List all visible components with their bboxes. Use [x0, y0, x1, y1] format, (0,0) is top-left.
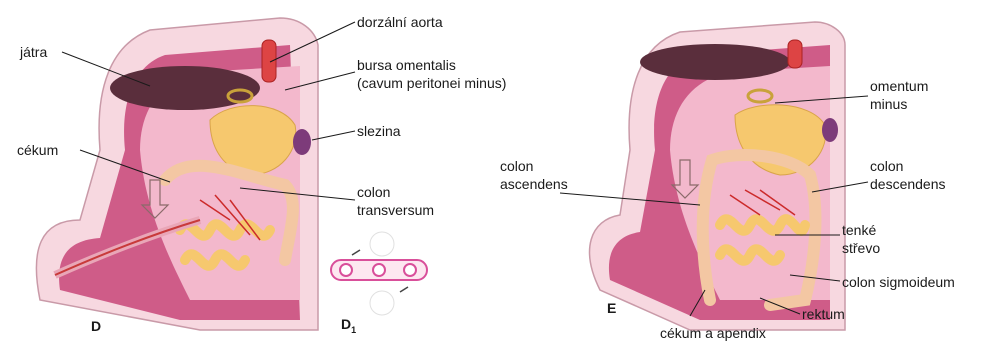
label-jatra: játra	[20, 44, 47, 60]
panel-d1-drawing	[331, 232, 427, 315]
liver-shape	[110, 66, 260, 110]
label-omentum-minus-1: omentum	[870, 78, 928, 94]
label-colon-ascendens-1: colon	[500, 158, 533, 174]
label-colon-descendens-1: colon	[870, 158, 903, 174]
label-tenke-strevo-1: tenké	[842, 222, 876, 238]
panel-d-drawing	[36, 18, 318, 330]
label-colon-transversum-2: transversum	[357, 202, 434, 218]
aorta-shape	[262, 40, 276, 82]
panel-letter-d1: D1	[341, 316, 356, 332]
panel-letter-e: E	[607, 300, 616, 316]
label-cavum-peritonei-minus: (cavum peritonei minus)	[357, 75, 506, 91]
label-colon-ascendens-2: ascendens	[500, 176, 568, 192]
spleen-shape	[293, 129, 311, 155]
label-colon-descendens-2: descendens	[870, 176, 946, 192]
label-rektum: rektum	[802, 306, 845, 322]
label-tenke-strevo-2: střevo	[842, 240, 880, 256]
label-cekum: cékum	[17, 142, 58, 158]
label-bursa-omentalis: bursa omentalis	[357, 57, 456, 73]
label-omentum-minus-2: minus	[870, 96, 907, 112]
label-dorzalni-aorta: dorzální aorta	[357, 14, 443, 30]
panel-letter-d: D	[91, 318, 101, 334]
label-cekum-a-apendix: cékum a apendix	[660, 325, 766, 341]
panel-e-drawing	[590, 22, 845, 330]
label-slezina: slezina	[357, 123, 401, 139]
label-colon-sigmoideum: colon sigmoideum	[842, 274, 955, 290]
label-colon-transversum-1: colon	[357, 184, 390, 200]
